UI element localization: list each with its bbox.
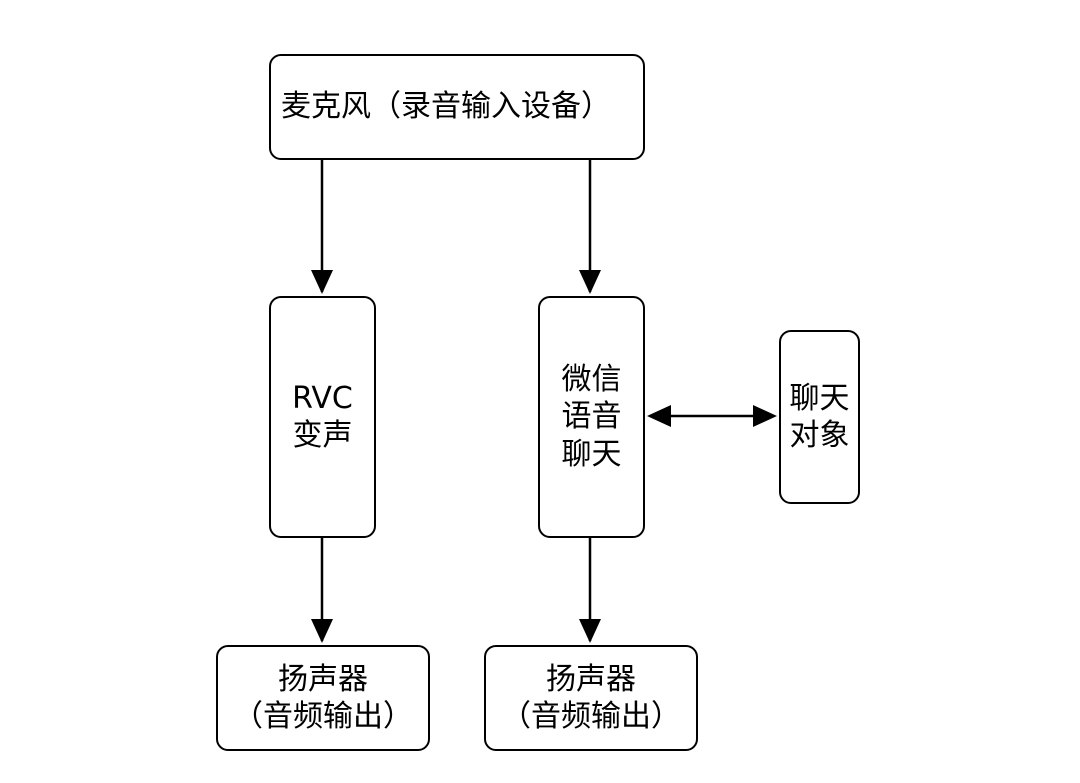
arrow-mic-to-wechat-head <box>579 270 601 294</box>
arrow-mic-to-rvc-head <box>311 270 333 294</box>
arrow-wechat-partner-head-left <box>647 405 671 427</box>
speaker-left-node: 扬声器 （音频输出） <box>216 645 430 751</box>
arrow-wechat-partner-head-right <box>753 405 777 427</box>
chat-partner-node: 聊天 对象 <box>779 330 860 504</box>
arrow-rvc-to-speaker-head <box>311 619 333 643</box>
rvc-voice-changer-node: RVC 变声 <box>269 296 376 538</box>
arrow-wechat-to-speaker-head <box>579 619 601 643</box>
wechat-voice-chat-node: 微信 语音 聊天 <box>538 296 645 538</box>
speaker-right-node: 扬声器 （音频输出） <box>484 645 698 751</box>
microphone-node: 麦克风（录音输入设备） <box>269 54 645 160</box>
